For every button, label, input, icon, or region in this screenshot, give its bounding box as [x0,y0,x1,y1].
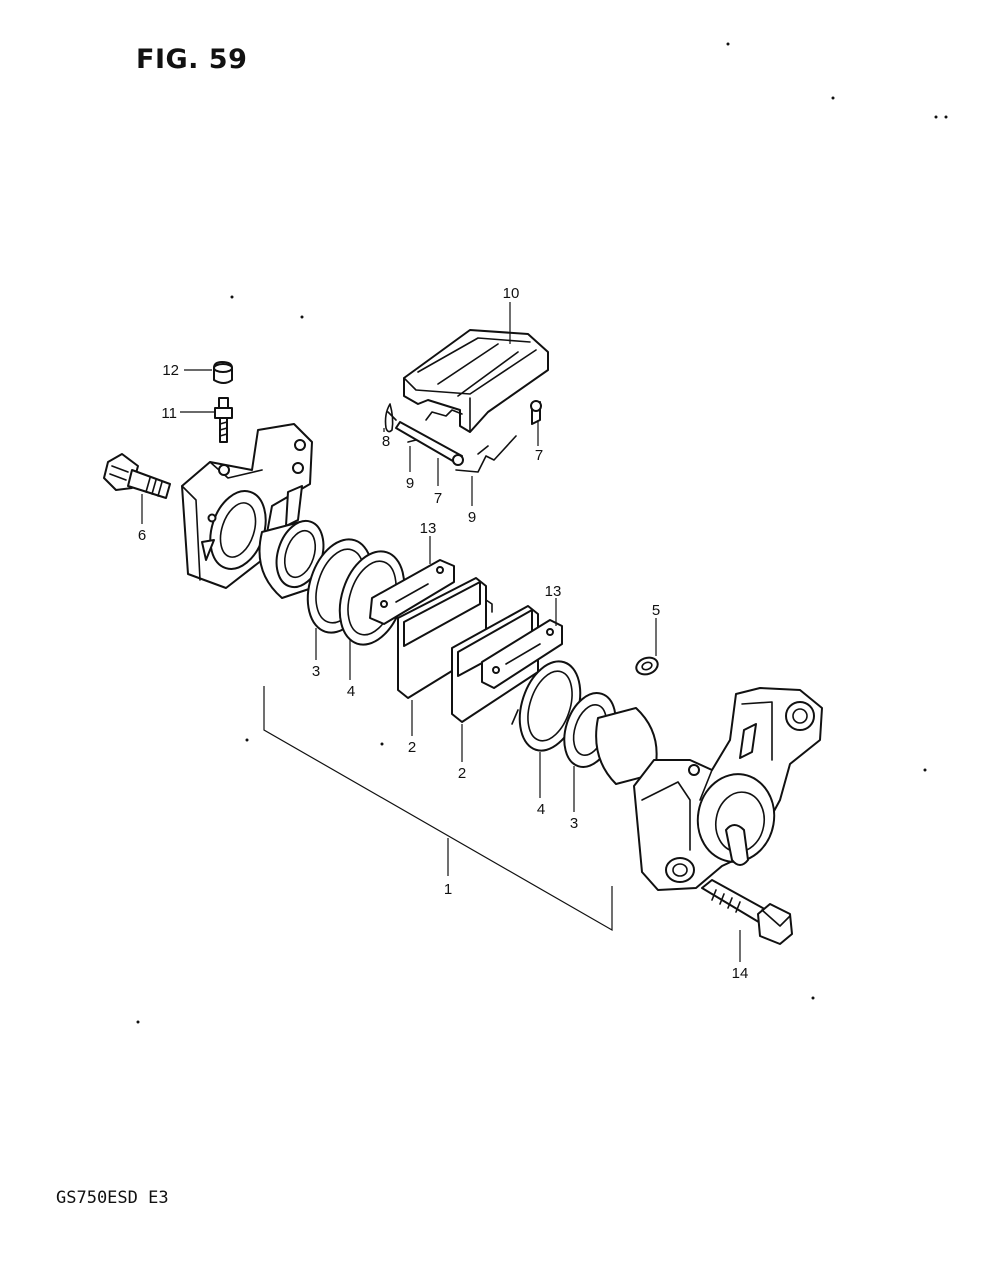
model-code: GS750ESD E3 [56,1188,169,1208]
part-6-bolt [103,453,171,499]
callout-8: 8 [382,433,390,450]
part-13-shim-right [481,619,563,689]
callout-labels: 10 12 11 8 7 9 7 9 6 13 13 5 3 4 2 2 4 3… [138,285,749,982]
callout-10: 10 [503,285,520,302]
callout-2-left: 2 [408,739,416,756]
callout-7-lower: 7 [434,490,442,507]
callout-14: 14 [732,965,749,982]
callout-4-left: 4 [347,683,355,700]
caliper-half-left [181,423,313,589]
part-13-shim-left [369,559,455,625]
part-8-clip [384,403,397,433]
callout-11: 11 [161,405,177,422]
callout-6: 6 [138,527,146,544]
callout-12: 12 [162,362,179,379]
scan-specks [136,42,948,1024]
callout-5: 5 [652,602,660,619]
callout-3-left: 3 [312,663,320,680]
callout-9-lower: 9 [468,509,476,526]
part-12-bleeder-cap [213,361,233,384]
figure-title: FIG. 59 [136,44,248,75]
part-11-bleeder-valve [214,397,233,443]
callout-3-right: 3 [570,815,578,832]
callout-1: 1 [444,881,452,898]
callout-7-upper: 7 [535,447,543,464]
part-5-washer [635,656,659,676]
part-7-pin-upper [530,400,542,425]
caliper-half-right [633,687,823,891]
callout-9-upper: 9 [406,475,414,492]
part-9-spring-lower [455,435,517,473]
assembly-bracket [263,686,613,932]
part-7-pin-lower [395,421,464,466]
callout-13-left: 13 [420,520,437,537]
callout-4-right: 4 [537,801,545,818]
part-14-flange-bolt [701,879,793,945]
callout-2-right: 2 [458,765,466,782]
leader-lines [141,302,741,962]
part-9-spring-upper [407,409,463,443]
callout-13-right: 13 [545,583,562,600]
part-10-cover [403,329,549,433]
